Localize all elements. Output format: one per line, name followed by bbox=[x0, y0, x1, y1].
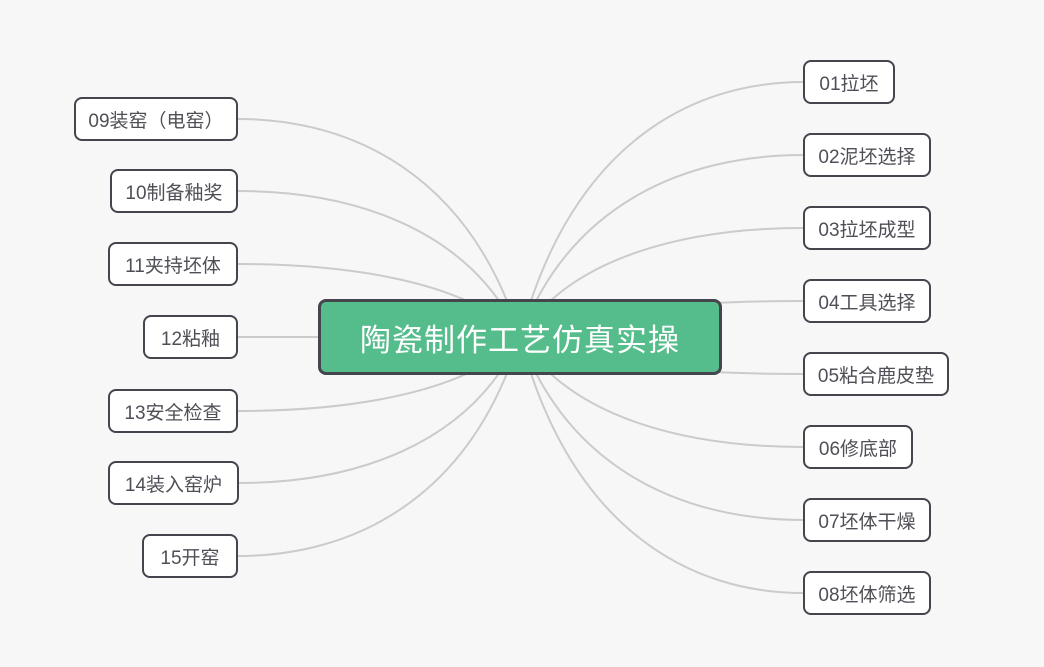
mindmap-node-03[interactable]: 03拉坯成型 bbox=[803, 206, 931, 250]
connector-09 bbox=[237, 118, 521, 338]
mindmap-node-01[interactable]: 01拉坯 bbox=[803, 60, 895, 104]
connector-02 bbox=[519, 154, 804, 338]
connector-01 bbox=[519, 81, 804, 338]
mindmap-node-13[interactable]: 13安全检查 bbox=[108, 389, 238, 433]
mindmap-node-14[interactable]: 14装入窑炉 bbox=[108, 461, 239, 505]
mindmap-node-07[interactable]: 07坯体干燥 bbox=[803, 498, 931, 542]
root-node[interactable]: 陶瓷制作工艺仿真实操 bbox=[318, 299, 722, 375]
mindmap-node-09[interactable]: 09装窑（电窑） bbox=[74, 97, 238, 141]
mindmap-node-11[interactable]: 11夹持坯体 bbox=[108, 242, 238, 286]
mindmap-node-02[interactable]: 02泥坯选择 bbox=[803, 133, 931, 177]
mindmap-node-12[interactable]: 12粘釉 bbox=[143, 315, 238, 359]
mindmap-node-05[interactable]: 05粘合鹿皮垫 bbox=[803, 352, 949, 396]
connector-10 bbox=[237, 190, 521, 338]
connector-08 bbox=[519, 336, 804, 594]
connector-15 bbox=[237, 336, 521, 557]
mindmap-node-15[interactable]: 15开窑 bbox=[142, 534, 238, 578]
mindmap-node-08[interactable]: 08坯体筛选 bbox=[803, 571, 931, 615]
connector-07 bbox=[519, 336, 804, 521]
mindmap-node-04[interactable]: 04工具选择 bbox=[803, 279, 931, 323]
connector-14 bbox=[238, 336, 521, 484]
mindmap-node-10[interactable]: 10制备釉奖 bbox=[110, 169, 238, 213]
mindmap-node-06[interactable]: 06修底部 bbox=[803, 425, 913, 469]
